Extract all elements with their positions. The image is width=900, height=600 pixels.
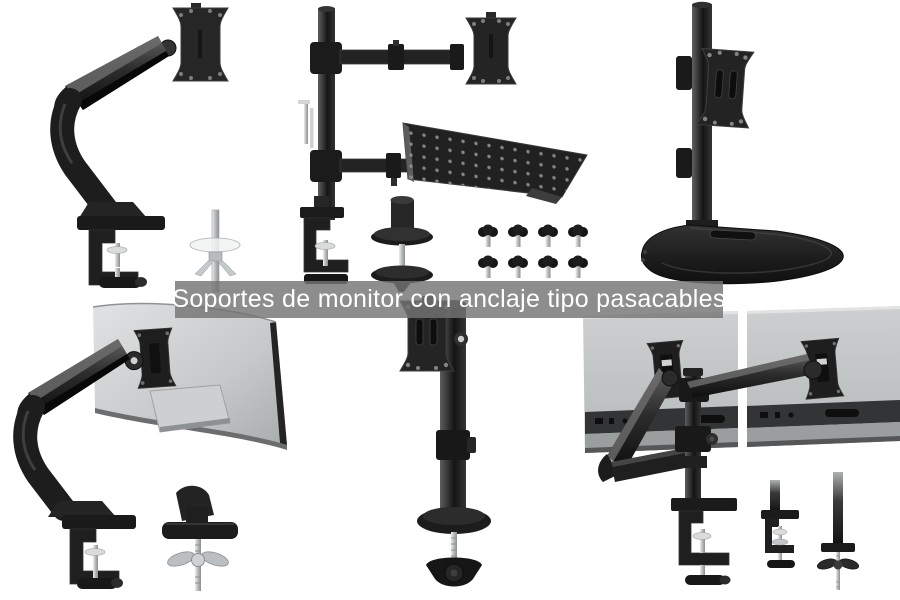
laptop-tray	[402, 122, 588, 204]
grommet-option-thumbnail	[817, 472, 859, 590]
vesa-plate	[695, 47, 755, 129]
desk-clamp	[48, 501, 136, 589]
grommet-accessory	[162, 485, 238, 591]
vesa-plate	[465, 12, 517, 85]
left-gas-arm	[598, 368, 685, 482]
stand-base	[640, 220, 844, 285]
product-image-gas-spring-single-arm	[15, 0, 260, 298]
grommet-base	[417, 507, 491, 587]
gas-spring-arm	[13, 339, 130, 521]
pole-clip-upper	[676, 56, 692, 90]
banner-band: Soportes de monitor con anclaje tipo pas…	[172, 281, 726, 318]
product-image-dual-monitor-arms	[575, 298, 900, 600]
dual-monitor-arms-graphic	[583, 306, 900, 590]
product-image-pole-mount-laptop-tray	[290, 0, 620, 292]
desk-clamp	[671, 498, 737, 585]
curved-monitor-arm-graphic	[13, 302, 287, 591]
pole-clip-lower	[676, 148, 692, 178]
freestanding-stand-graphic	[640, 1, 844, 285]
vesa-mount	[124, 327, 177, 389]
allen-keys	[298, 100, 314, 148]
desk-clamp	[77, 202, 165, 288]
banner-text: Soportes de monitor con anclaje tipo pas…	[172, 285, 726, 313]
pole-collar	[436, 430, 470, 460]
laptop-tray-mount-graphic	[298, 6, 588, 292]
right-gas-arm	[679, 354, 823, 402]
vesa-plate	[399, 296, 468, 372]
vesa-plate	[172, 3, 229, 82]
product-image-freestanding-stand	[630, 0, 880, 298]
wing-nut	[167, 551, 229, 567]
curved-monitor-back	[92, 302, 287, 450]
upper-arm	[65, 36, 169, 110]
upper-monitor-arm	[310, 40, 464, 74]
single-pole-grommet-graphic	[399, 296, 491, 587]
clamp-accessory	[300, 196, 349, 284]
clamp-option-thumbnail	[761, 480, 799, 568]
product-image-curved-monitor-arm	[0, 295, 310, 600]
gas-spring-arm-graphic	[50, 3, 241, 293]
pole-collar	[675, 426, 718, 468]
lower-arm	[50, 88, 119, 222]
grommet-pole-accessory	[189, 209, 241, 293]
product-image-single-pole-grommet	[370, 295, 520, 600]
thumb-screws	[478, 224, 588, 278]
mount-pole	[318, 8, 335, 220]
grommet-accessory	[371, 196, 433, 292]
tray-arm	[310, 150, 419, 186]
